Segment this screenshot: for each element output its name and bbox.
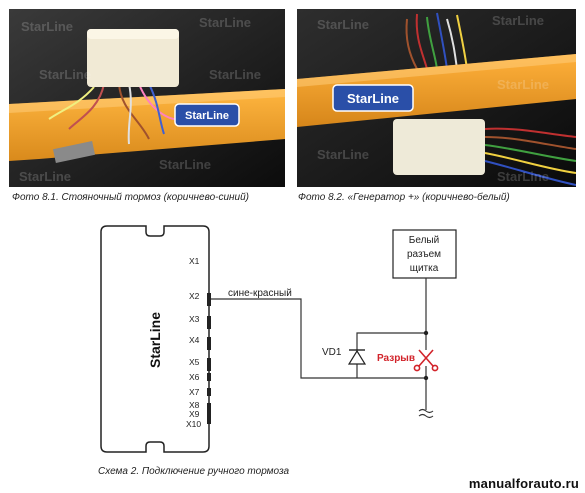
- photo-2-watermark: StarLine: [317, 17, 369, 32]
- photo-parking-brake-image: StarLine StarLine StarLine StarLine Star…: [9, 9, 285, 187]
- photo-1-watermark: StarLine: [19, 169, 71, 184]
- pin-x9: X9: [189, 409, 200, 419]
- scissors-icon: [413, 349, 439, 372]
- schematic-caption: Схема 2. Подключение ручного тормоза: [98, 466, 290, 477]
- wire-blue-red: [211, 298, 426, 379]
- photo-generator-image: StarLine StarLine StarLine StarLine Star…: [297, 9, 576, 187]
- diode-vd1: [347, 349, 367, 365]
- wire-label: сине-красный: [228, 288, 292, 299]
- photo-2-watermark: StarLine: [317, 147, 369, 162]
- photo-1-caption: Фото 8.1. Стояночный тормоз (коричнево-с…: [12, 192, 249, 203]
- connector-tabs: [207, 293, 211, 424]
- photo-2-watermark: StarLine: [497, 169, 549, 184]
- dashboard-socket-box: [392, 229, 457, 279]
- photo-1-watermark: StarLine: [21, 19, 73, 34]
- socket-label-line-2: разъем: [407, 249, 441, 260]
- socket-label-line-3: щитка: [410, 263, 439, 274]
- photo-2-watermark: StarLine: [492, 13, 544, 28]
- photo-1-watermark: StarLine: [209, 67, 261, 82]
- pin-x4: X4: [189, 335, 200, 345]
- wire-end-symbol: [418, 408, 434, 419]
- photo-parking-brake: StarLine StarLine StarLine StarLine Star…: [9, 9, 285, 187]
- unit-brand-label: StarLine: [147, 312, 163, 368]
- pin-x3: X3: [189, 314, 200, 324]
- photo-1-watermark: StarLine: [159, 157, 211, 172]
- socket-label-line-1: Белый: [409, 235, 439, 246]
- site-watermark: manualforauto.ru: [468, 476, 579, 491]
- pin-x10: X10: [186, 419, 201, 429]
- pin-x1: X1: [189, 256, 200, 266]
- alarm-unit: StarLine: [100, 225, 210, 453]
- photo-2-caption: Фото 8.2. «Генератор +» (коричнево-белый…: [298, 192, 510, 203]
- photo-2-badge: StarLine: [347, 91, 399, 106]
- photo-generator: StarLine StarLine StarLine StarLine Star…: [297, 9, 576, 187]
- diode-label: VD1: [322, 347, 342, 358]
- socket-line: [356, 278, 427, 410]
- junction-dots: [423, 330, 429, 381]
- break-marker: [413, 349, 439, 372]
- photo-1-watermark: StarLine: [39, 67, 91, 82]
- photo-2-watermark: StarLine: [497, 77, 549, 92]
- pin-x7: X7: [189, 387, 200, 397]
- pin-x6: X6: [189, 372, 200, 382]
- photo-1-watermark: StarLine: [199, 15, 251, 30]
- pin-labels: X1 X2 X3 X4 X5 X6 X7 X8 X9 X10: [186, 256, 201, 429]
- pin-x8: X8: [189, 400, 200, 410]
- photo-1-badge: StarLine: [185, 110, 229, 122]
- break-label: Разрыв: [377, 353, 415, 364]
- pin-x2: X2: [189, 291, 200, 301]
- pin-x5: X5: [189, 357, 200, 367]
